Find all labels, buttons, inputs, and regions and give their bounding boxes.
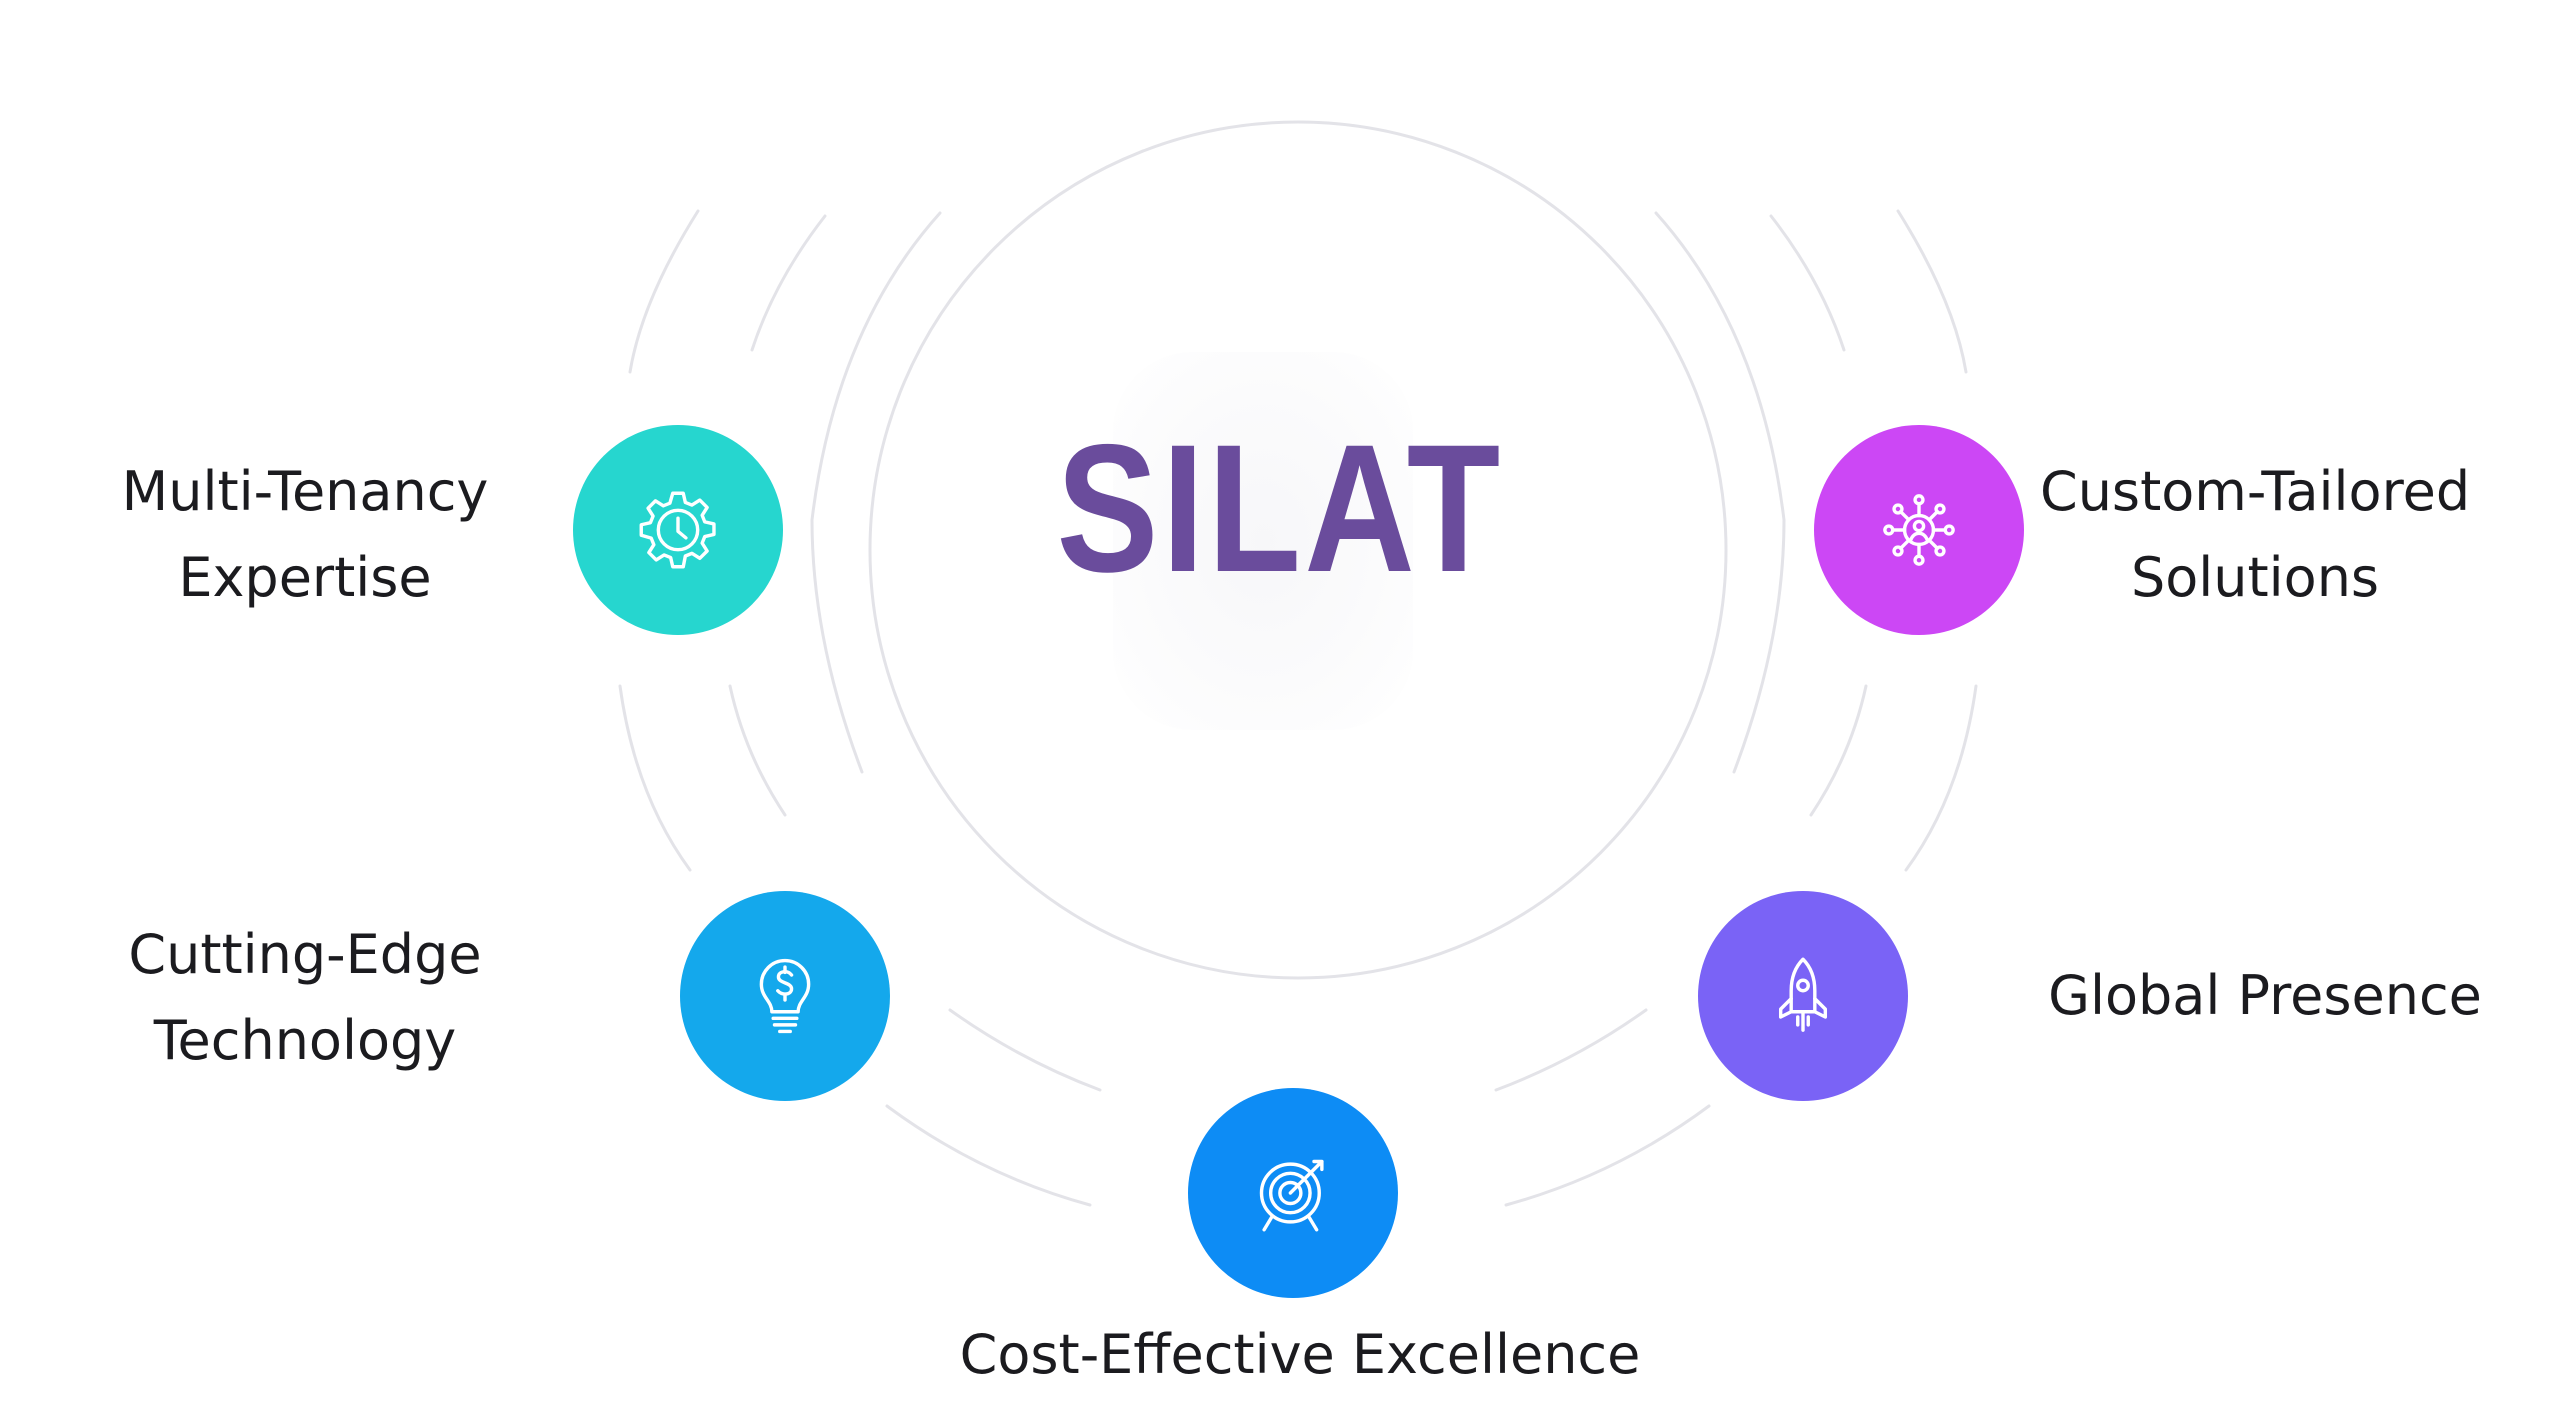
feature-label-line: Solutions bbox=[2130, 546, 2380, 609]
silat-logo: SILAT bbox=[1056, 406, 1504, 610]
arc-right-upper-1 bbox=[1896, 209, 1968, 374]
feature-node-custom-tailored bbox=[1814, 425, 2024, 635]
arc-left-lower-4 bbox=[885, 1104, 1092, 1207]
arc-left-lower-2 bbox=[728, 684, 787, 817]
feature-label-line: Multi-Tenancy bbox=[121, 460, 489, 523]
arc-right-lower-2 bbox=[1809, 684, 1868, 817]
arc-right-lower-4 bbox=[1504, 1104, 1711, 1207]
feature-label-line: Cutting-Edge bbox=[128, 923, 482, 986]
feature-label-cutting-edge: Cutting-Edge Technology bbox=[100, 912, 510, 1084]
logo-background bbox=[1113, 352, 1413, 730]
feature-label-line: Expertise bbox=[178, 546, 432, 609]
arc-left-upper-3 bbox=[810, 211, 942, 774]
feature-label-line: Global Presence bbox=[2048, 964, 2482, 1027]
arc-left-upper-2 bbox=[750, 214, 827, 352]
feature-label-multi-tenancy: Multi-Tenancy Expertise bbox=[100, 449, 510, 621]
feature-label-line: Cost-Effective Excellence bbox=[959, 1323, 1641, 1386]
arc-right-lower-1 bbox=[1904, 684, 1978, 872]
arc-right-upper-3 bbox=[1654, 211, 1786, 774]
arc-left-upper-1 bbox=[628, 209, 700, 374]
gear-clock-icon bbox=[639, 491, 716, 569]
feature-node-multi-tenancy bbox=[573, 425, 783, 635]
feature-label-global-presence: Global Presence bbox=[2040, 953, 2490, 1039]
feature-label-line: Custom-Tailored bbox=[2040, 460, 2471, 523]
arc-right-upper-2 bbox=[1769, 214, 1846, 352]
network-user-icon bbox=[1883, 494, 1955, 566]
feature-label-custom-tailored: Custom-Tailored Solutions bbox=[2040, 449, 2470, 621]
target-arrow-icon bbox=[1259, 1159, 1324, 1232]
lightbulb-dollar-icon bbox=[759, 958, 811, 1034]
feature-label-line: Technology bbox=[153, 1009, 457, 1072]
arc-left-lower-3 bbox=[948, 1008, 1102, 1092]
feature-node-cost-effective bbox=[1188, 1088, 1398, 1298]
arc-left-lower-1 bbox=[618, 684, 692, 872]
center-ring bbox=[868, 120, 1728, 980]
feature-label-cost-effective: Cost-Effective Excellence bbox=[880, 1312, 1720, 1398]
rocket-icon bbox=[1778, 957, 1828, 1032]
feature-node-global-presence bbox=[1698, 891, 1908, 1101]
feature-node-cutting-edge bbox=[680, 891, 890, 1101]
arc-right-lower-3 bbox=[1494, 1008, 1648, 1092]
